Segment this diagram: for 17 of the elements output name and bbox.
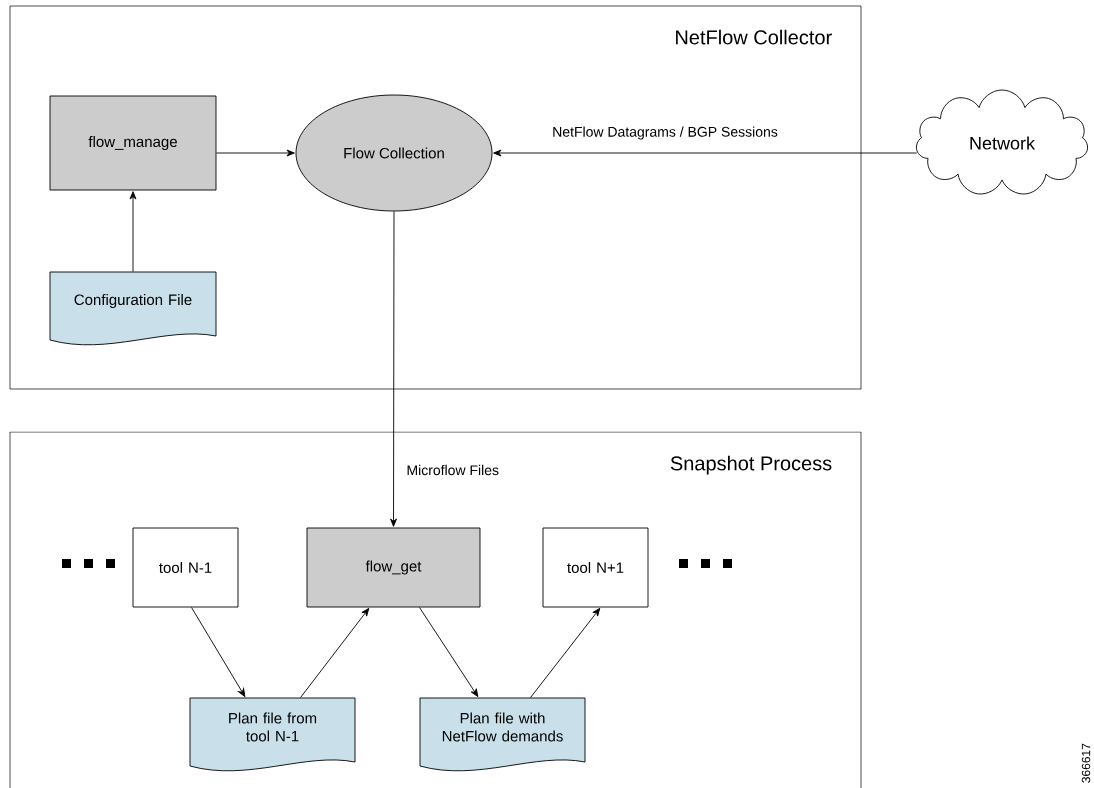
process-box: flow_manage [49,95,217,191]
arrow [300,607,370,698]
process-box: tool N-1 [132,527,239,608]
arrow [419,607,479,697]
arrow [390,211,397,527]
arrow [191,607,246,697]
arrow [216,149,295,157]
arrow [129,191,137,272]
arrow [493,149,918,157]
figure-number: 366617 [1081,743,1091,783]
edge-label: Microflow Files [405,463,500,477]
panel-title: NetFlow Collector [676,29,832,45]
panel-title: Snapshot Process [670,455,832,475]
arrow [530,607,601,698]
process-box: flow_get [306,527,481,608]
process-box: tool N+1 [542,527,649,608]
edge-label: NetFlow Datagrams / BGP Sessions [551,125,779,141]
